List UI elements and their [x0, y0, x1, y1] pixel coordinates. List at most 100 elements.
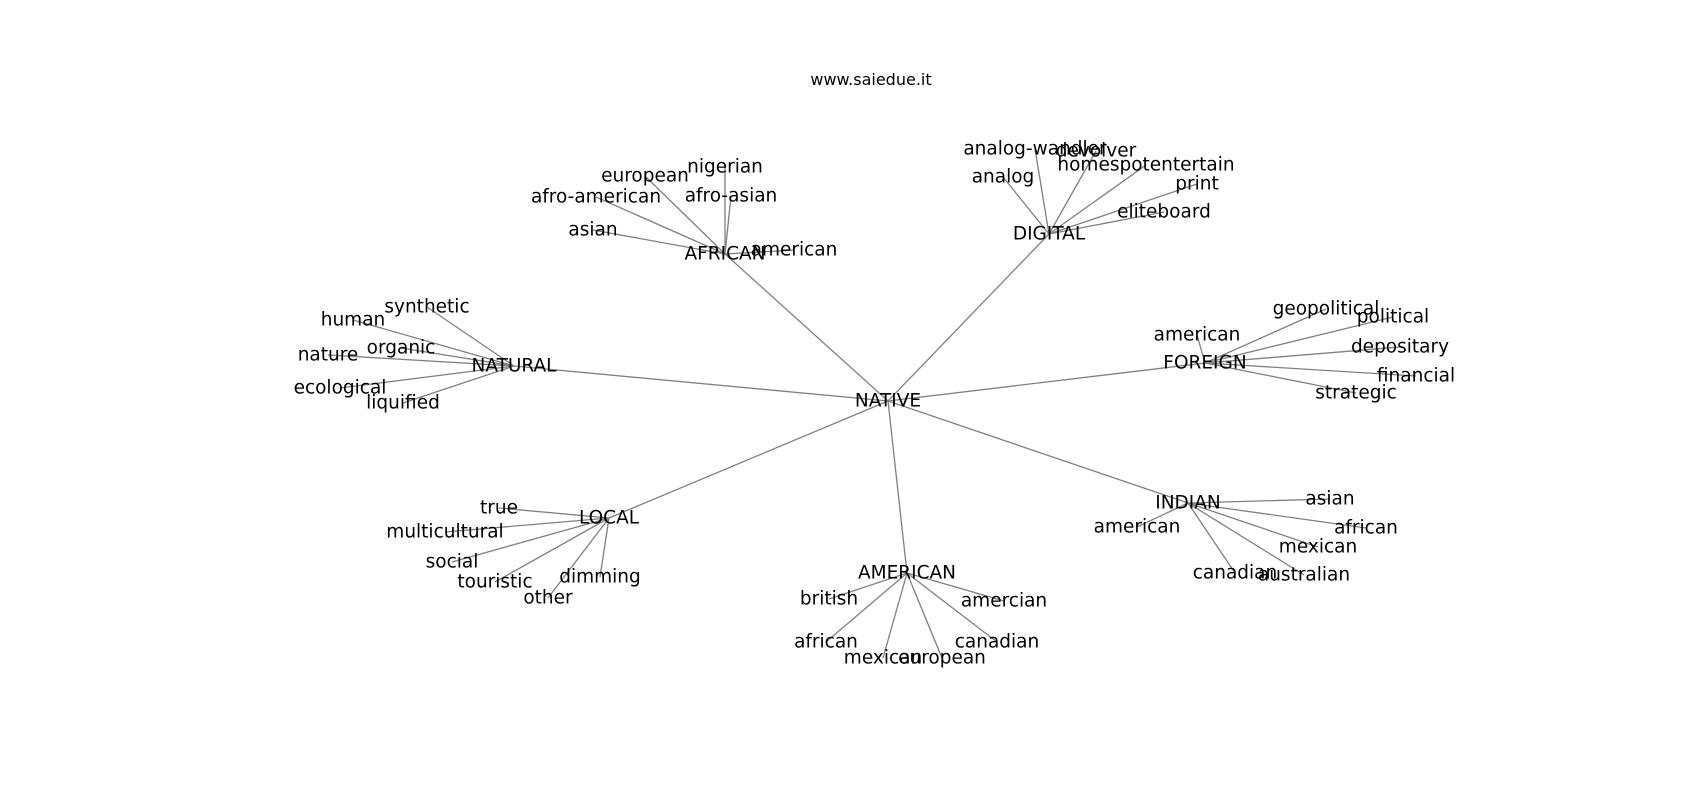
node-leaf-indian-african: african: [1334, 518, 1398, 539]
edge-foreign-geopolitical: [1204, 308, 1327, 364]
node-leaf-foreign-geopolitical: geopolitical: [1273, 299, 1380, 320]
node-leaf-digital-devolver: devolver: [1056, 141, 1137, 162]
node-leaf-natural-nature: nature: [298, 345, 359, 366]
node-leaf-indian-american: american: [1094, 517, 1181, 538]
edge-digital-devolver: [1048, 150, 1097, 235]
edge-american-mexican: [882, 572, 908, 659]
edge-american-european: [906, 572, 943, 659]
edge-root-indian: [887, 400, 1189, 504]
node-leaf-digital-print: print: [1175, 174, 1218, 195]
edge-african-american: [724, 249, 795, 255]
node-leaf-local-social: social: [426, 552, 479, 573]
node-leaf-american-european: european: [898, 648, 986, 669]
node-leaf-indian-asian: asian: [1305, 489, 1354, 510]
edge-digital-analog: [1002, 176, 1050, 235]
node-leaf-local-dimming: dimming: [559, 567, 641, 588]
edge-indian-asian: [1187, 498, 1331, 504]
node-leaf-foreign-strategic: strategic: [1315, 383, 1397, 404]
edge-layer: [327, 148, 1417, 659]
edge-american-british: [828, 572, 908, 600]
edge-local-social: [451, 517, 610, 563]
edge-digital-eliteboard: [1048, 211, 1165, 235]
node-root: NATIVE: [855, 391, 921, 412]
node-leaf-digital-eliteboard: eliteboard: [1117, 202, 1211, 223]
node-leaf-natural-ecological: ecological: [294, 378, 387, 399]
edge-american-african: [825, 572, 908, 643]
edge-african-afro-american: [595, 196, 726, 255]
node-hub-local: LOCAL: [579, 508, 640, 529]
edge-digital-analog-wandler: [1034, 148, 1050, 235]
edge-digital-homespotentertain: [1048, 164, 1147, 235]
node-leaf-african-nigerian: nigerian: [687, 157, 763, 178]
node-leaf-indian-mexican: mexican: [1279, 537, 1357, 558]
edge-foreign-financial: [1204, 362, 1417, 377]
edge-natural-nature: [327, 354, 515, 367]
edge-digital-print: [1048, 183, 1198, 235]
edge-african-asian: [592, 229, 726, 255]
edge-foreign-political: [1204, 316, 1394, 364]
edge-natural-synthetic: [426, 306, 515, 367]
edge-local-true: [498, 507, 610, 519]
node-leaf-local-other: other: [523, 588, 573, 609]
node-leaf-african-afro-american: afro-american: [531, 187, 661, 208]
edge-foreign-strategic: [1204, 362, 1357, 394]
edge-local-other: [547, 517, 610, 599]
node-leaf-foreign-depositary: depositary: [1351, 337, 1449, 358]
node-leaf-natural-liquified: liquified: [366, 393, 440, 414]
node-leaf-american-african: african: [794, 632, 858, 653]
node-leaf-indian-canadian: canadian: [1193, 563, 1278, 584]
node-leaf-american-mexican: mexican: [844, 648, 922, 669]
node-leaf-local-touristic: touristic: [457, 572, 532, 593]
edge-root-american: [887, 400, 908, 574]
edge-african-european: [644, 175, 726, 255]
edge-root-african: [724, 253, 889, 402]
label-layer: NATIVEAFRICANnigerianeuropeanafro-asiana…: [294, 139, 1456, 669]
node-hub-indian: INDIAN: [1155, 493, 1221, 514]
edge-indian-canadian: [1187, 502, 1236, 574]
node-leaf-american-british: british: [800, 589, 858, 610]
edge-american-canadian: [906, 572, 998, 643]
node-leaf-american-amercian: amercian: [961, 591, 1047, 612]
edge-natural-liquified: [402, 365, 515, 404]
node-leaf-digital-homespotentertain: homespotentertain: [1057, 155, 1234, 176]
edge-indian-mexican: [1187, 502, 1319, 548]
node-leaf-digital-analog-wandler: analog-wandler: [963, 139, 1107, 160]
node-hub-african: AFRICAN: [684, 244, 765, 265]
node-leaf-american-canadian: canadian: [955, 632, 1040, 653]
node-leaf-local-true: true: [480, 498, 518, 519]
node-leaf-natural-human: human: [321, 310, 386, 331]
edge-local-dimming: [599, 517, 610, 578]
node-leaf-african-european: european: [601, 166, 689, 187]
edge-root-natural: [513, 365, 889, 402]
node-leaf-natural-synthetic: synthetic: [384, 297, 469, 318]
node-leaf-natural-organic: organic: [367, 338, 436, 359]
node-leaf-foreign-american: american: [1154, 325, 1241, 346]
edge-natural-ecological: [339, 365, 515, 389]
edge-foreign-american: [1196, 334, 1206, 364]
node-hub-foreign: FOREIGN: [1163, 353, 1246, 374]
edge-african-afro-asian: [724, 195, 732, 255]
node-leaf-local-multicultural: multicultural: [386, 522, 503, 543]
node-leaf-foreign-financial: financial: [1377, 366, 1455, 387]
node-leaf-african-afro-asian: afro-asian: [685, 186, 778, 207]
edge-foreign-depositary: [1204, 346, 1401, 364]
edge-indian-american: [1136, 502, 1189, 528]
node-hub-american: AMERICAN: [858, 563, 956, 584]
node-hub-digital: DIGITAL: [1013, 224, 1086, 245]
edge-local-touristic: [494, 517, 610, 583]
edge-local-multicultural: [444, 517, 610, 533]
edge-indian-african: [1187, 502, 1367, 529]
edge-natural-organic: [400, 347, 515, 367]
edge-american-amercian: [906, 572, 1005, 602]
node-leaf-indian-australian: australian: [1258, 565, 1350, 586]
edge-indian-australian: [1187, 502, 1305, 576]
edge-root-local: [608, 400, 889, 519]
edge-root-foreign: [887, 362, 1206, 402]
edge-root-digital: [887, 233, 1050, 402]
edge-natural-human: [352, 319, 515, 367]
node-hub-natural: NATURAL: [472, 356, 558, 377]
node-leaf-digital-analog: analog: [972, 167, 1035, 188]
node-leaf-african-asian: asian: [568, 220, 617, 241]
site-credit: www.saiedue.it: [810, 70, 932, 89]
